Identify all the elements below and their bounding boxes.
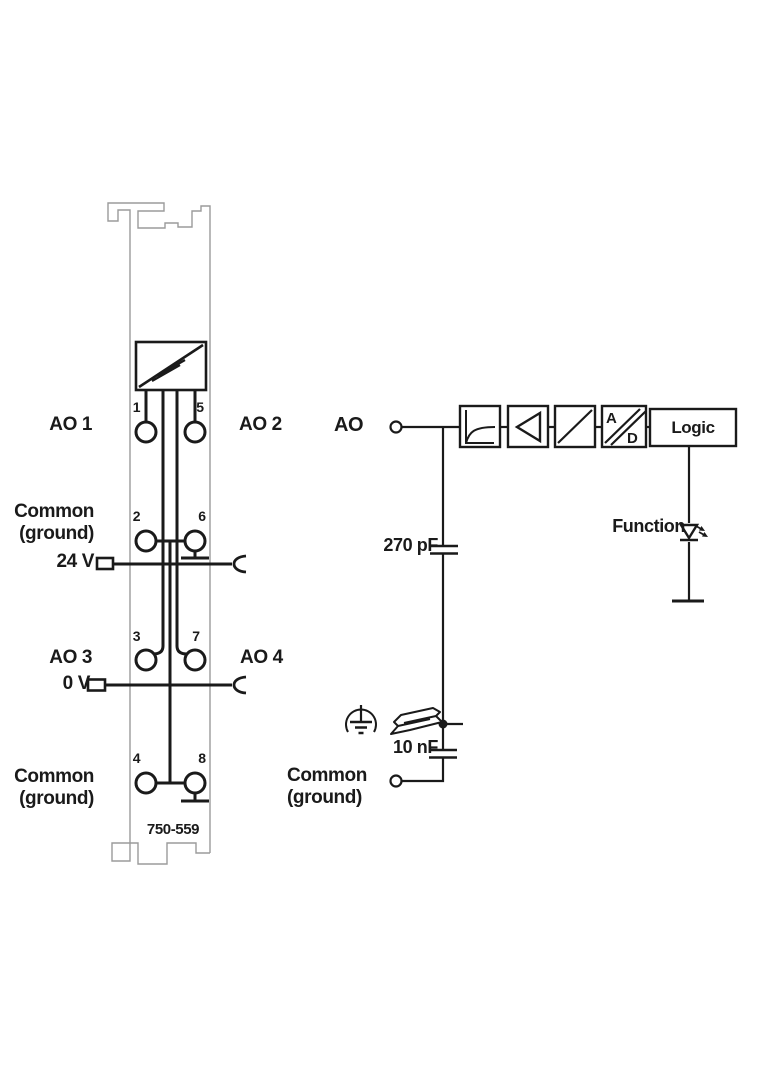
label-common-schematic: Common (ground) [287, 765, 367, 809]
din-rail-icon [390, 707, 443, 735]
label-common-top: Common (ground) [10, 501, 94, 545]
terminal-3-label: 3 [132, 628, 141, 644]
terminal-6-contact [183, 529, 207, 553]
label-common-bottom-line1: Common [14, 766, 94, 787]
terminal-8-label: 8 [198, 750, 206, 766]
led-triangle [678, 523, 700, 541]
label-common-schematic-line2: (ground) [287, 787, 362, 808]
common-terminal-circle [389, 774, 403, 788]
isolation-diagonal [557, 409, 593, 444]
terminal-contacts [134, 420, 207, 795]
module-bottom-profile [111, 842, 210, 865]
ad-converter-block [600, 404, 648, 449]
label-ao1: AO 1 [49, 414, 92, 435]
terminal-3-contact [134, 648, 158, 672]
earth-ground-icon [345, 705, 377, 735]
label-24v: 24 V [56, 551, 95, 572]
schematic-wiring [389, 420, 704, 788]
amplifier-block [506, 404, 550, 449]
dac-double-slash [151, 359, 186, 382]
module-housing-outline [107, 202, 211, 865]
wire-ao4 [175, 390, 188, 656]
din-rail-channel-line-2 [403, 715, 437, 724]
terminal-5-label: 5 [196, 399, 204, 415]
label-ao4: AO 4 [240, 647, 283, 668]
label-ao2: AO 2 [239, 414, 282, 435]
label-common-bottom-line2: (ground) [19, 788, 94, 809]
dac-diagonal [138, 343, 204, 389]
filter-curve [465, 426, 496, 444]
branch-line-lower [402, 758, 445, 783]
terminal-7-label: 7 [192, 628, 200, 644]
terminal-4-contact [134, 771, 158, 795]
label-0v: 0 V [62, 673, 91, 694]
label-common-bottom: Common (ground) [10, 766, 94, 810]
terminal-5-contact [183, 420, 207, 444]
label-part-number: 750-559 [146, 821, 200, 838]
ao-terminal-circle [389, 420, 403, 434]
ad-double-diagonal [604, 408, 647, 446]
label-converter-d: D [627, 430, 638, 447]
amplifier-triangle [514, 410, 542, 444]
din-rail-channel-line-1 [397, 718, 431, 727]
led-arrowhead-2 [702, 532, 708, 537]
filter-block [458, 404, 502, 449]
label-ao3: AO 3 [49, 647, 92, 668]
label-converter-a: A [606, 410, 617, 427]
led-arrowhead-1 [699, 526, 705, 531]
label-function: Function [612, 516, 685, 536]
terminal-1-label: 1 [132, 399, 141, 415]
terminal-2-contact [134, 529, 158, 553]
module-top-profile [107, 202, 211, 229]
terminal-6-label: 6 [198, 508, 206, 524]
power-jumper-contact-0v [232, 675, 247, 695]
logic-block-box [648, 407, 738, 448]
module-wiring [105, 390, 247, 803]
dac-symbol-box [134, 340, 208, 392]
terminal-4-label: 4 [132, 750, 141, 766]
isolation-block [553, 404, 597, 449]
power-feed-square-24v [95, 556, 115, 571]
terminal-7-contact [183, 648, 207, 672]
terminal-8-contact [183, 771, 207, 795]
terminal-1-contact [134, 420, 158, 444]
earth-bars [350, 720, 372, 735]
terminal-2-label: 2 [132, 508, 141, 524]
label-logic: Logic [671, 417, 715, 437]
power-jumper-contact-24v [232, 554, 247, 574]
capacitor-10nf-symbol [429, 748, 457, 759]
label-common-top-line2: (ground) [19, 523, 94, 544]
label-10nf: 10 nF [392, 737, 438, 757]
power-feed-square-0v [86, 678, 107, 692]
label-270pf: 270 pF [383, 535, 438, 555]
label-common-schematic-line1: Common [287, 765, 367, 786]
label-common-top-line1: Common [14, 501, 94, 522]
label-ao-input: AO [334, 414, 364, 436]
capacitor-270pf-symbol [430, 544, 458, 555]
